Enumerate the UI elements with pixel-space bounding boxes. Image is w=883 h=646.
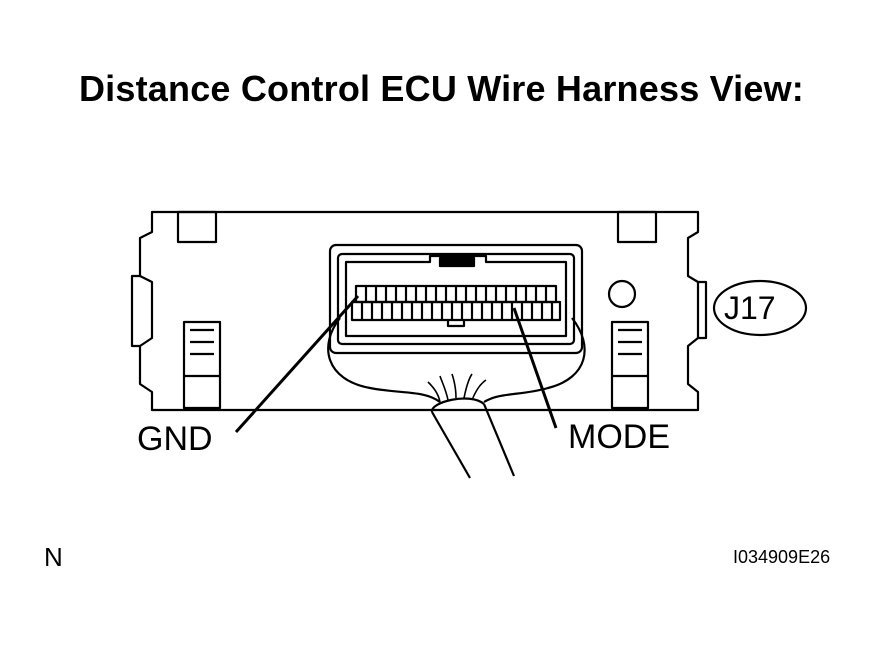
upper-pin-row <box>354 284 558 304</box>
wire-bundle-loop <box>327 317 586 403</box>
wire-fan <box>427 373 487 403</box>
gnd-pin-label: GND <box>137 420 213 458</box>
harness-connector <box>328 243 584 355</box>
figure-id: I034909E26 <box>733 547 831 567</box>
left-latch <box>182 320 222 410</box>
ecu-housing <box>138 210 700 412</box>
left-side-notch <box>130 274 140 348</box>
connector-id-label: J17 <box>724 290 776 326</box>
right-latch <box>610 320 650 410</box>
harness-cable <box>430 397 516 479</box>
mode-pin-label: MODE <box>568 418 670 456</box>
right-top-tab <box>616 210 658 244</box>
mode-leader-line <box>512 307 558 429</box>
connector-id-ellipse <box>712 279 808 337</box>
diagram-title: Distance Control ECU Wire Harness View: <box>78 68 804 109</box>
gnd-leader-line <box>234 294 360 434</box>
left-top-tab <box>176 210 218 244</box>
lower-pin-row <box>350 300 562 322</box>
right-side-notch <box>698 280 708 340</box>
orientation-mark: N <box>44 542 63 572</box>
screw-hole <box>607 279 637 309</box>
